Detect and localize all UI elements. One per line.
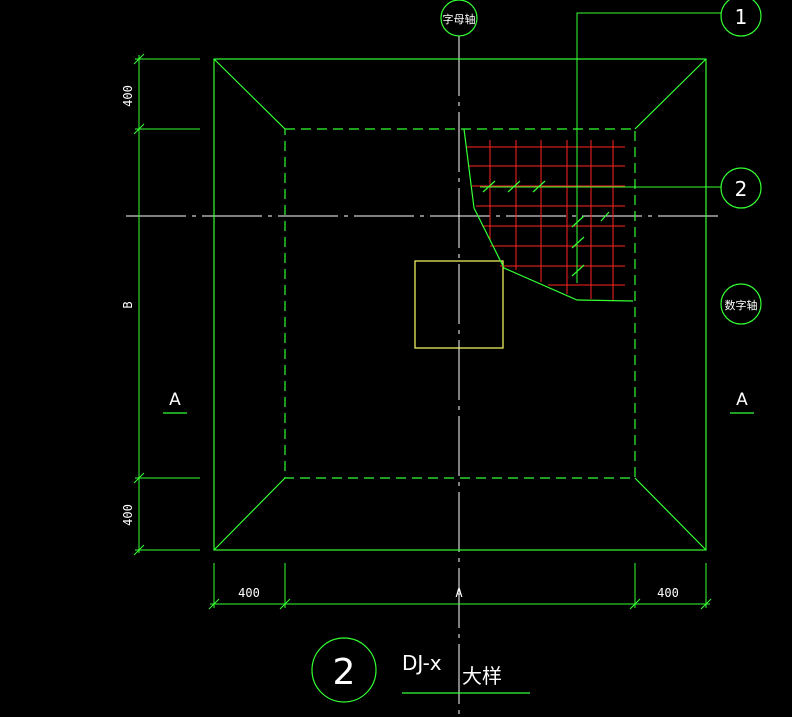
callout-2: 2 xyxy=(720,167,762,209)
tick-mark xyxy=(600,211,610,222)
section-mark-right: A xyxy=(730,390,754,414)
dimension-tick xyxy=(133,53,145,65)
left-dimension-chain xyxy=(133,53,200,556)
dimension-text-bottom-left: 400 xyxy=(121,504,135,526)
callout-number: 1 xyxy=(735,5,748,29)
outer-footing-edge xyxy=(213,58,707,551)
dimension-tick xyxy=(279,598,291,610)
tick-mark xyxy=(571,215,585,228)
callout-circle xyxy=(720,167,762,209)
dimension-tick xyxy=(133,472,145,484)
callout-1: 1 xyxy=(720,0,762,37)
section-mark-label: A xyxy=(736,390,748,410)
dimension-text-bottom-middle: A xyxy=(455,586,463,600)
dimension-text-top-left: 400 xyxy=(121,85,135,107)
cutaway-break-line xyxy=(463,128,634,302)
detail-name-suffix: 大样 xyxy=(462,664,502,688)
leader-lines xyxy=(480,12,722,283)
column-outline xyxy=(414,260,504,349)
detail-name: DJ-x xyxy=(402,651,442,675)
tick-mark xyxy=(571,236,585,249)
section-mark-left: A xyxy=(163,390,187,414)
dimension-tick xyxy=(208,598,220,610)
foundation-outline xyxy=(213,58,707,551)
dimension-tick xyxy=(700,598,712,610)
slope-line-top-left xyxy=(213,58,286,130)
leader-callout-1 xyxy=(576,12,722,283)
dimension-text-bottom-first: 400 xyxy=(238,586,260,600)
axis-bubble-top: 字母轴 xyxy=(440,0,478,37)
detail-number: 2 xyxy=(333,652,356,693)
detail-number-circle xyxy=(311,637,377,703)
axis-label-letter: 字母轴 xyxy=(443,12,476,26)
inner-pedestal-edge xyxy=(284,128,636,479)
axis-bubble-circle xyxy=(720,283,762,325)
axis-bubble-right: 数字轴 xyxy=(720,283,762,325)
callout-circle xyxy=(720,0,762,37)
slope-line-bottom-left xyxy=(213,477,286,551)
dimension-text-bottom-last: 400 xyxy=(657,586,679,600)
rebar-marker-ticks xyxy=(482,180,610,277)
dimension-text-side-middle: B xyxy=(121,301,135,308)
dimension-tick xyxy=(133,123,145,135)
bottom-dimension-chain xyxy=(208,563,712,610)
rebar-mesh xyxy=(466,140,625,300)
dimension-tick xyxy=(629,598,641,610)
center-axes xyxy=(126,36,722,717)
callout-number: 2 xyxy=(735,177,748,201)
tick-mark xyxy=(571,264,585,277)
slope-line-top-right xyxy=(634,58,707,130)
detail-title: 2 DJ-x 大样 xyxy=(311,637,530,703)
axis-bubble-circle xyxy=(440,0,478,37)
dimension-tick xyxy=(133,544,145,556)
section-mark-label: A xyxy=(169,390,181,410)
axis-label-number: 数字轴 xyxy=(725,298,758,312)
slope-line-bottom-right xyxy=(634,477,707,551)
